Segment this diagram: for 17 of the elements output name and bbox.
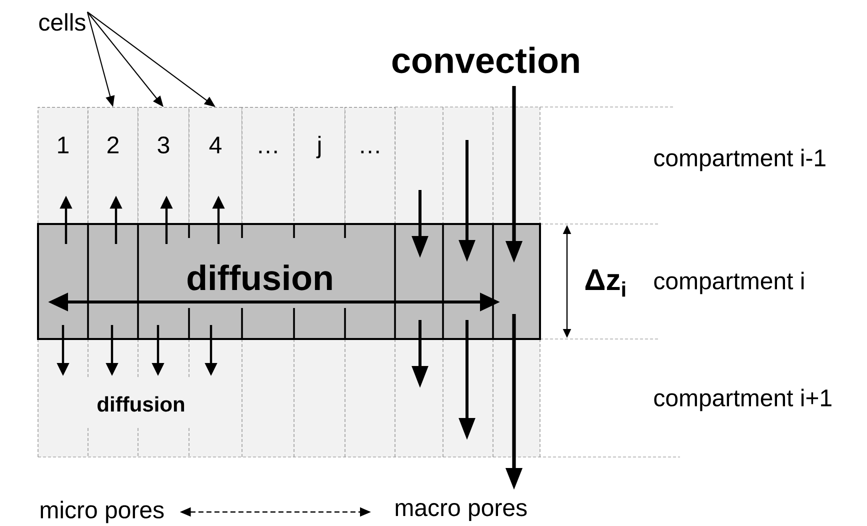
compartment-label: compartment i (654, 272, 804, 294)
flow-label: convection (392, 46, 579, 74)
cell-column: … (344, 107, 396, 225)
cell-column: 4 (188, 107, 242, 225)
cell-column: 1 (38, 107, 88, 225)
label-text: micro pores (40, 500, 164, 524)
cell-column: j (294, 107, 346, 225)
compartment-band: diffusion (37, 223, 541, 340)
compartment-label: compartment i+1 (654, 388, 832, 412)
cell-column: 2 (88, 107, 138, 225)
dimension-label: Δz$_{i}$ (585, 269, 626, 297)
cell-column: 3 (138, 107, 190, 225)
label-text: cells (39, 13, 86, 31)
compartment-label: compartment i-1 (654, 148, 826, 172)
cell-column: … (242, 107, 294, 225)
label-text: macro pores (396, 503, 527, 521)
flow-label: diffusion (98, 396, 184, 412)
